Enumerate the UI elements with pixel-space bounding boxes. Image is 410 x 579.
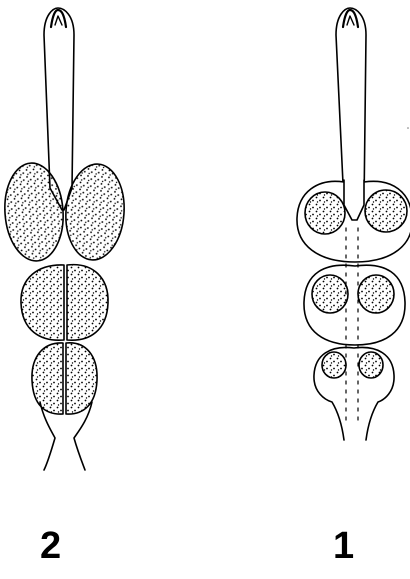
specimen-2-lobe-bottom-left bbox=[32, 343, 63, 414]
specimen-1-seed-bottom-right bbox=[359, 352, 383, 378]
specimen-2-lobe-mid-left bbox=[21, 265, 64, 340]
specimen-1-seed-top-right bbox=[365, 190, 407, 232]
specimen-2 bbox=[2, 8, 128, 470]
figure-label-1: 1 bbox=[333, 527, 354, 565]
specimen-1-seed-mid-left bbox=[312, 275, 348, 313]
specimen-1 bbox=[297, 8, 410, 440]
specimen-1-seed-top-left bbox=[305, 192, 345, 234]
specimen-1-seed-mid-right bbox=[358, 275, 394, 313]
figure-label-2: 2 bbox=[40, 527, 61, 565]
speck-mark bbox=[407, 127, 409, 129]
specimen-2-lobe-mid-right bbox=[67, 265, 108, 341]
specimen-1-seed-bottom-left bbox=[322, 352, 346, 378]
